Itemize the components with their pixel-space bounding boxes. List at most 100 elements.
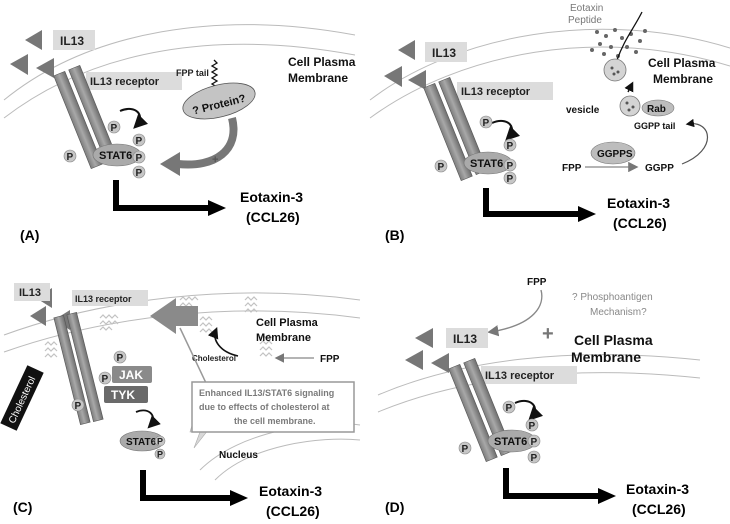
il13-ligand-icon [405, 350, 423, 370]
membrane-label-line1: Cell Plasma [288, 55, 356, 69]
receptor-label: IL13 receptor [90, 76, 160, 88]
phospho-badge: P [71, 398, 85, 412]
il13-ligand-icon [36, 58, 54, 78]
nucleus-label: Nucleus [219, 450, 258, 461]
il13-label: IL13 [19, 287, 41, 299]
svg-text:P: P [531, 453, 538, 464]
block-arrow-head-icon [160, 152, 180, 176]
membrane-label-line1: Cell Plasma [574, 332, 653, 348]
panel-c: IL13 IL13 receptor Cholesterol P P P JAK… [0, 283, 361, 519]
phospho-badge: P [98, 371, 112, 385]
output-arrow-head-icon [208, 200, 226, 216]
receptor-label: IL13 receptor [485, 370, 555, 382]
panel-letter: (D) [385, 499, 404, 515]
phospho-badge: P [132, 133, 146, 147]
membrane-label-line2: Membrane [256, 332, 311, 344]
cholesterol-curved-arrow [207, 327, 239, 357]
output-label-line2: (CCL26) [266, 503, 320, 519]
svg-text:P: P [507, 141, 514, 152]
mechanism-label-line2: Mechanism? [590, 307, 647, 318]
fpp-tail-label: FPP tail [176, 68, 209, 78]
output-arrow-head-icon [598, 488, 616, 504]
svg-text:P: P [67, 152, 74, 163]
il13-label-box [53, 30, 95, 50]
il13-label-box [14, 283, 50, 301]
plus-sign: + [212, 154, 218, 166]
curved-arrow-icon [514, 399, 544, 421]
protein-blob [182, 82, 256, 120]
ggpp-tail-label: GGPP tail [634, 121, 675, 131]
receptor-label-box [72, 290, 148, 306]
svg-text:P: P [462, 444, 469, 455]
eotaxin-peptide-label-line2: Peptide [568, 15, 602, 26]
receptor-label-box [86, 72, 182, 90]
note-line2: due to effects of cholesterol at [199, 402, 330, 412]
phospho-badge: P [503, 158, 517, 172]
output-label-line1: Eotaxin-3 [626, 481, 689, 497]
note-pointer-line [179, 327, 207, 384]
ggpp-to-tail-arrow [681, 118, 709, 165]
exocytosis-line [616, 11, 643, 61]
svg-text:P: P [136, 136, 143, 147]
phospho-badge: P [525, 418, 539, 432]
phospho-badge: P [107, 120, 121, 134]
svg-text:P: P [136, 168, 143, 179]
svg-text:P: P [531, 437, 538, 448]
plus-sign: + [542, 323, 554, 345]
stat6-label: STAT6 [126, 437, 157, 448]
phospho-badge: P [154, 448, 166, 460]
peptide-dots [590, 28, 647, 58]
note-line3: the cell membrane. [234, 416, 316, 426]
membrane-line-outer [369, 28, 730, 101]
nucleus-membrane-line-2 [214, 438, 361, 481]
il13-ligand-icon [10, 54, 28, 75]
fpp-label: FPP [562, 163, 582, 174]
rab-blob [641, 99, 675, 117]
il13-ligand-icon [431, 353, 449, 373]
output-label-line1: Eotaxin-3 [607, 195, 670, 211]
vesicle-label: vesicle [566, 105, 600, 116]
panel-letter: (A) [20, 227, 39, 243]
phospho-badge: P [503, 138, 517, 152]
il13-label-box [425, 42, 467, 62]
il13-label: IL13 [60, 34, 84, 48]
stat6-label: STAT6 [99, 150, 132, 162]
jak-label: JAK [119, 368, 143, 382]
panel-letter: (B) [385, 227, 404, 243]
panel-b: IL13 IL13 receptor P P P STAT6 P P [369, 3, 730, 243]
phospho-badge: P [132, 150, 146, 164]
il13-label: IL13 [453, 332, 477, 346]
membrane-label-line1: Cell Plasma [648, 56, 716, 70]
output-arrow-head-icon [578, 206, 596, 222]
stat6-label: STAT6 [470, 158, 503, 170]
receptor-label-box [457, 82, 553, 100]
eotaxin-peptide-label-line1: Eotaxin [570, 3, 603, 14]
panel-a: IL13 IL13 receptor P P P STAT6 P P [3, 24, 356, 243]
output-arrow [113, 180, 210, 211]
membrane-line-inner [369, 46, 730, 119]
membrane-cholesterol-texture [44, 296, 273, 358]
phospho-badge: P [113, 350, 127, 364]
svg-text:P: P [157, 450, 163, 460]
svg-text:P: P [438, 162, 445, 173]
membrane-label-line2: Membrane [571, 349, 641, 365]
fpp-label: FPP [320, 354, 340, 365]
svg-text:P: P [507, 161, 514, 172]
vesicle-trafficking-arrow [624, 81, 634, 93]
membrane-line-inner [3, 43, 356, 119]
svg-text:P: P [111, 123, 118, 134]
fusing-vesicle-icon [603, 58, 627, 82]
phospho-badge: P [154, 435, 166, 447]
output-arrow-head-icon [230, 490, 248, 506]
il13-ligand-icon [384, 66, 402, 87]
svg-text:P: P [157, 437, 163, 447]
note-line1: Enhanced IL13/STAT6 signaling [199, 388, 334, 398]
rab-label: Rab [647, 104, 666, 115]
phospho-badge: P [132, 165, 146, 179]
phospho-badge: P [63, 149, 77, 163]
svg-text:P: P [483, 118, 490, 129]
output-label-line2: (CCL26) [613, 215, 667, 231]
membrane-label-line2: Membrane [288, 71, 348, 85]
output-label-line1: Eotaxin-3 [240, 189, 303, 205]
il13-ligand-icon [398, 40, 415, 60]
